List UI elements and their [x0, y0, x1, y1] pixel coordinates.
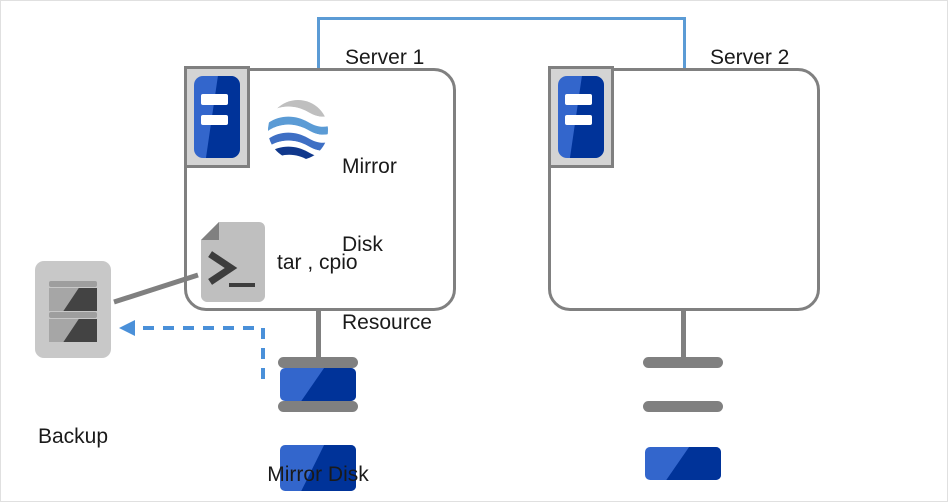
backup-device-label-line1: Backup — [37, 425, 109, 448]
mirror-disk-label: Mirror Disk — [267, 463, 369, 486]
server-icon — [184, 66, 250, 168]
backup-body-upper — [49, 288, 97, 311]
interconnect-line-left — [317, 17, 320, 70]
mirror-disk-resource-label-line3: Resource — [342, 311, 432, 334]
server-2-disk-plate-middle — [643, 401, 723, 412]
server-2-box — [548, 68, 820, 311]
server-icon — [548, 66, 614, 168]
server-2-disk-body-upper — [645, 447, 721, 480]
server-icon-bar-bottom — [565, 114, 593, 126]
server-icon-bar-top — [201, 94, 229, 105]
backup-plate-top — [49, 281, 97, 287]
backup-body-lower — [49, 319, 97, 342]
mirror-disk-body-upper — [280, 368, 356, 401]
server-icon-bar-top — [565, 94, 593, 105]
mirror-disk-plate-middle — [278, 401, 358, 412]
backup-plate-middle — [49, 312, 97, 318]
backup-device-label: Backup device — [5, 369, 141, 501]
server-2-disk-plate-top — [643, 357, 723, 368]
server-icon-bar-bottom — [201, 114, 229, 126]
backup-device-icon — [35, 261, 111, 358]
server-1-label: Server 1 — [345, 46, 425, 69]
mirror-disk-plate-top — [278, 357, 358, 368]
mirror-disk-resource-label-line2: Disk — [342, 233, 383, 256]
server1-to-mirror-disk-line — [316, 311, 321, 360]
server-2-label: Server 2 — [710, 46, 790, 69]
mirror-disk-body-lower — [280, 445, 356, 491]
server2-to-disk-line — [681, 311, 686, 360]
mirror-disk-resource-icon — [268, 100, 328, 160]
server-icon-body — [558, 76, 604, 158]
tar-cpio-label: tar , cpio — [277, 251, 358, 274]
script-terminal-icon — [201, 222, 265, 302]
mirror-disk-resource-label-line1: Mirror — [342, 155, 397, 178]
interconnect-line-right — [683, 17, 686, 70]
interconnect-line-top — [317, 17, 686, 20]
mirror-disk-resource-label: Mirror Disk Resource — [342, 102, 432, 388]
server-icon-body — [194, 76, 240, 158]
server-1-box — [184, 68, 456, 311]
